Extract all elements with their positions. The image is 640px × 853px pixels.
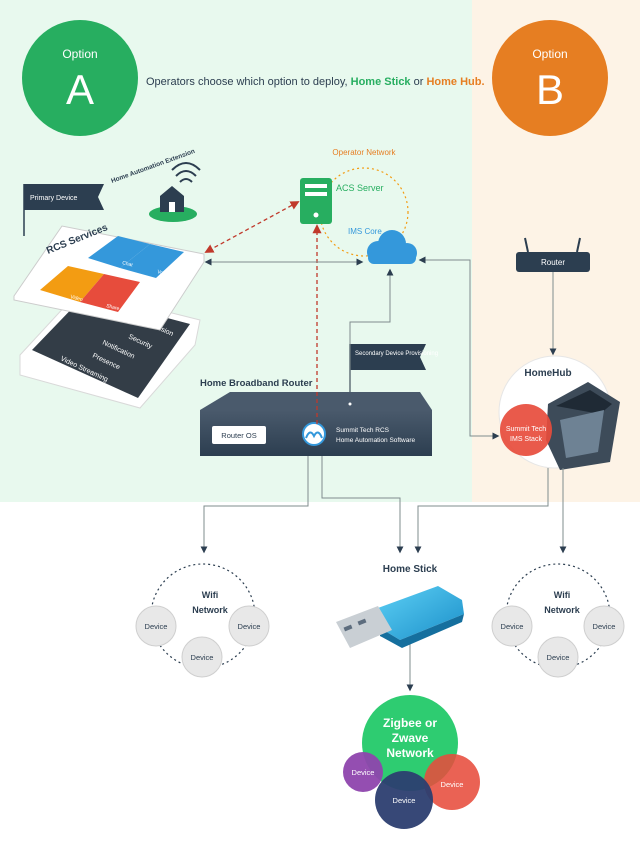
zigbee-title-3: Network: [386, 746, 434, 760]
headline-connector: or: [411, 76, 427, 88]
phone-front: Chat Voice Video Share: [13, 225, 205, 331]
software-line2: Home Automation Software: [336, 437, 416, 444]
option-b-badge: Option B: [492, 20, 608, 136]
ims-stack-circle: [500, 404, 552, 456]
connectors: [200, 201, 567, 692]
wifi-right-title-1: Wifi: [554, 590, 570, 600]
option-b-caption: Option: [532, 47, 567, 61]
zigbee-device-1: Device: [352, 768, 375, 777]
zigbee-title-2: Zwave: [392, 731, 429, 745]
zigbee-device-3: Device: [393, 796, 416, 805]
homehub-title: HomeHub: [524, 368, 571, 379]
headline-prefix: Operators choose which option to deploy,: [146, 76, 351, 88]
router-b-label: Router: [541, 258, 565, 267]
tile-voice: Voice: [157, 269, 171, 278]
homehub-device-icon: [546, 382, 620, 470]
cloud-icon: [367, 230, 417, 264]
router-os-label: Router OS: [221, 431, 256, 440]
headline: Operators choose which option to deploy,…: [146, 76, 485, 88]
stack-line2: IMS Stack: [510, 436, 542, 443]
software-line1: Summit Tech RCS: [336, 427, 390, 434]
wifi-right-device-1: Device: [501, 622, 524, 631]
ims-core-label: IMS Core: [348, 227, 382, 236]
tile-chat: Chat: [122, 260, 134, 269]
wifi-left-device-2: Device: [238, 622, 261, 631]
router-os-box: [212, 426, 266, 444]
operator-network-title: Operator Network: [332, 148, 396, 157]
tile-video: Video: [70, 294, 84, 303]
wifi-right-title-2: Network: [544, 605, 581, 615]
acs-server-icon: [300, 178, 332, 224]
option-a-badge: Option A: [22, 20, 138, 136]
home-broadband-router: Router OS Summit Tech RCS Home Automatio…: [200, 392, 432, 456]
option-b-letter: B: [536, 66, 564, 113]
router-b: Router: [516, 237, 590, 272]
primary-device-label: Primary Device: [30, 195, 78, 202]
acs-server-label: ACS Server: [336, 183, 384, 193]
secondary-device-line1: Secondary Device Provisioning: [355, 351, 438, 357]
home-stick-title: Home Stick: [383, 564, 438, 575]
wifi-left-title-1: Wifi: [202, 590, 218, 600]
wifi-right-device-3: Device: [547, 653, 570, 662]
wifi-network-right: Wifi Network Device Device Device: [491, 563, 625, 678]
wifi-right-device-2: Device: [593, 622, 616, 631]
wifi-left-device-3: Device: [191, 653, 214, 662]
tile-share: Share: [106, 303, 121, 312]
router-box-title: Home Broadband Router: [200, 378, 313, 389]
stack-line1: Summit Tech: [506, 426, 546, 433]
option-a-letter: A: [66, 66, 94, 113]
option-a-caption: Option: [62, 47, 97, 61]
zigbee-title-1: Zigbee or: [383, 716, 437, 730]
operator-network-boundary: [319, 167, 409, 257]
headline-home-hub: Home Hub.: [426, 76, 484, 88]
usb-stick-icon: [336, 586, 464, 648]
home-automation-extension: [149, 162, 201, 222]
zigbee-network: Zigbee or Zwave Network Device Device De…: [343, 695, 480, 829]
primary-device-flag: Primary Device: [23, 184, 104, 236]
wifi-network-left: Wifi Network Device Device Device: [135, 563, 270, 678]
wifi-left-device-1: Device: [145, 622, 168, 631]
zigbee-device-2: Device: [441, 780, 464, 789]
headline-home-stick: Home Stick: [351, 76, 412, 88]
wifi-left-title-2: Network: [192, 605, 229, 615]
